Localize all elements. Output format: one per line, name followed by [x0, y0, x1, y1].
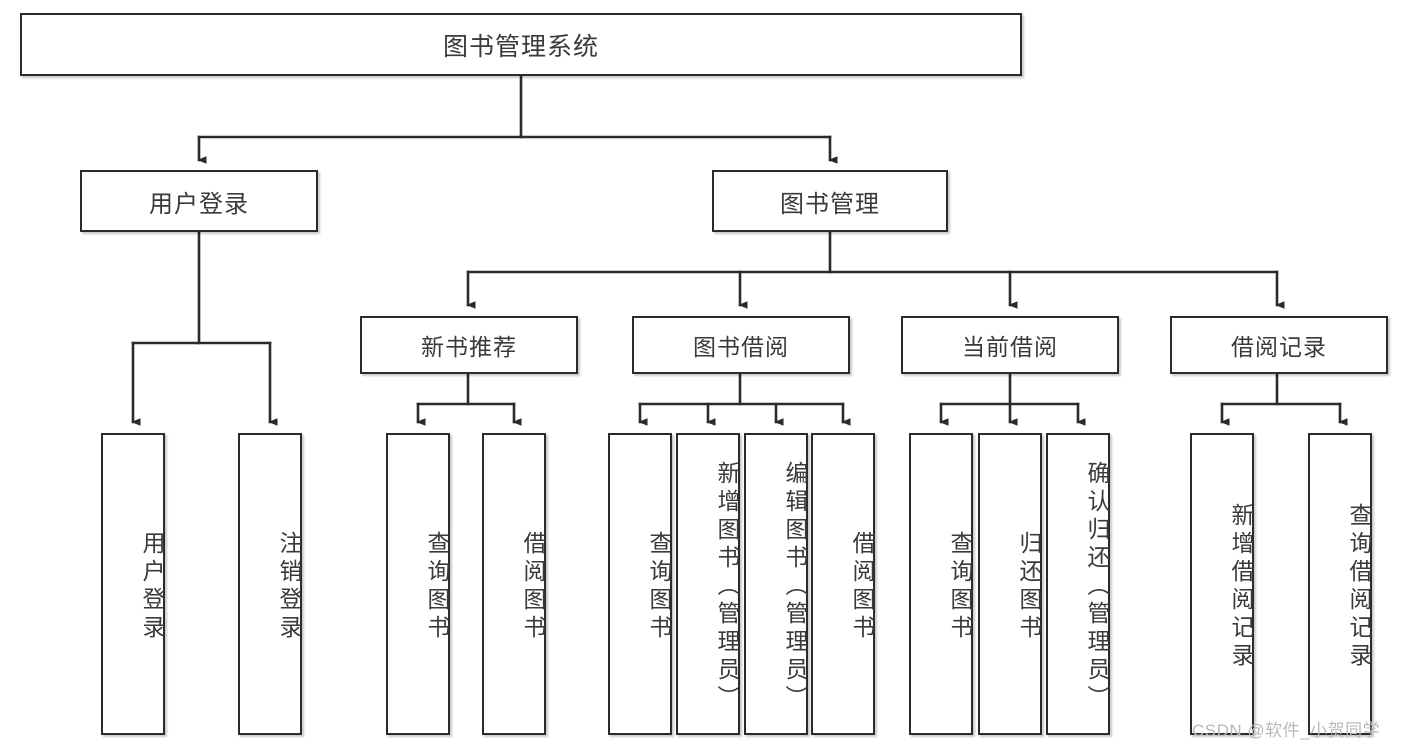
leaf-add-borrow-record[interactable]: 新增借阅记录 [1190, 433, 1254, 735]
node-current-borrow[interactable]: 当前借阅 [901, 316, 1119, 374]
leaf-borrow-book-recommend[interactable]: 借阅图书 [482, 433, 546, 735]
node-user-login[interactable]: 用户登录 [80, 170, 318, 232]
leaf-edit-book-admin[interactable]: 编辑图书（管理员） [744, 433, 808, 735]
node-borrow-record[interactable]: 借阅记录 [1170, 316, 1388, 374]
leaf-query-borrow-record[interactable]: 查询借阅记录 [1308, 433, 1372, 735]
node-book-management[interactable]: 图书管理 [712, 170, 948, 232]
leaf-logout-login[interactable]: 注销登录 [238, 433, 302, 735]
leaf-confirm-return-admin[interactable]: 确认归还（管理员） [1046, 433, 1110, 735]
leaf-user-login[interactable]: 用户登录 [101, 433, 165, 735]
leaf-query-book-current[interactable]: 查询图书 [909, 433, 973, 735]
node-new-book-recommend[interactable]: 新书推荐 [360, 316, 578, 374]
leaf-query-book-recommend[interactable]: 查询图书 [386, 433, 450, 735]
node-book-management-system[interactable]: 图书管理系统 [20, 13, 1022, 76]
leaf-borrow-book[interactable]: 借阅图书 [811, 433, 875, 735]
csdn-watermark: CSDN @软件_小贺同学 [1192, 721, 1381, 740]
node-book-borrow[interactable]: 图书借阅 [632, 316, 850, 374]
leaf-add-book-admin[interactable]: 新增图书（管理员） [676, 433, 740, 735]
leaf-return-book[interactable]: 归还图书 [978, 433, 1042, 735]
leaf-query-book-borrow[interactable]: 查询图书 [608, 433, 672, 735]
